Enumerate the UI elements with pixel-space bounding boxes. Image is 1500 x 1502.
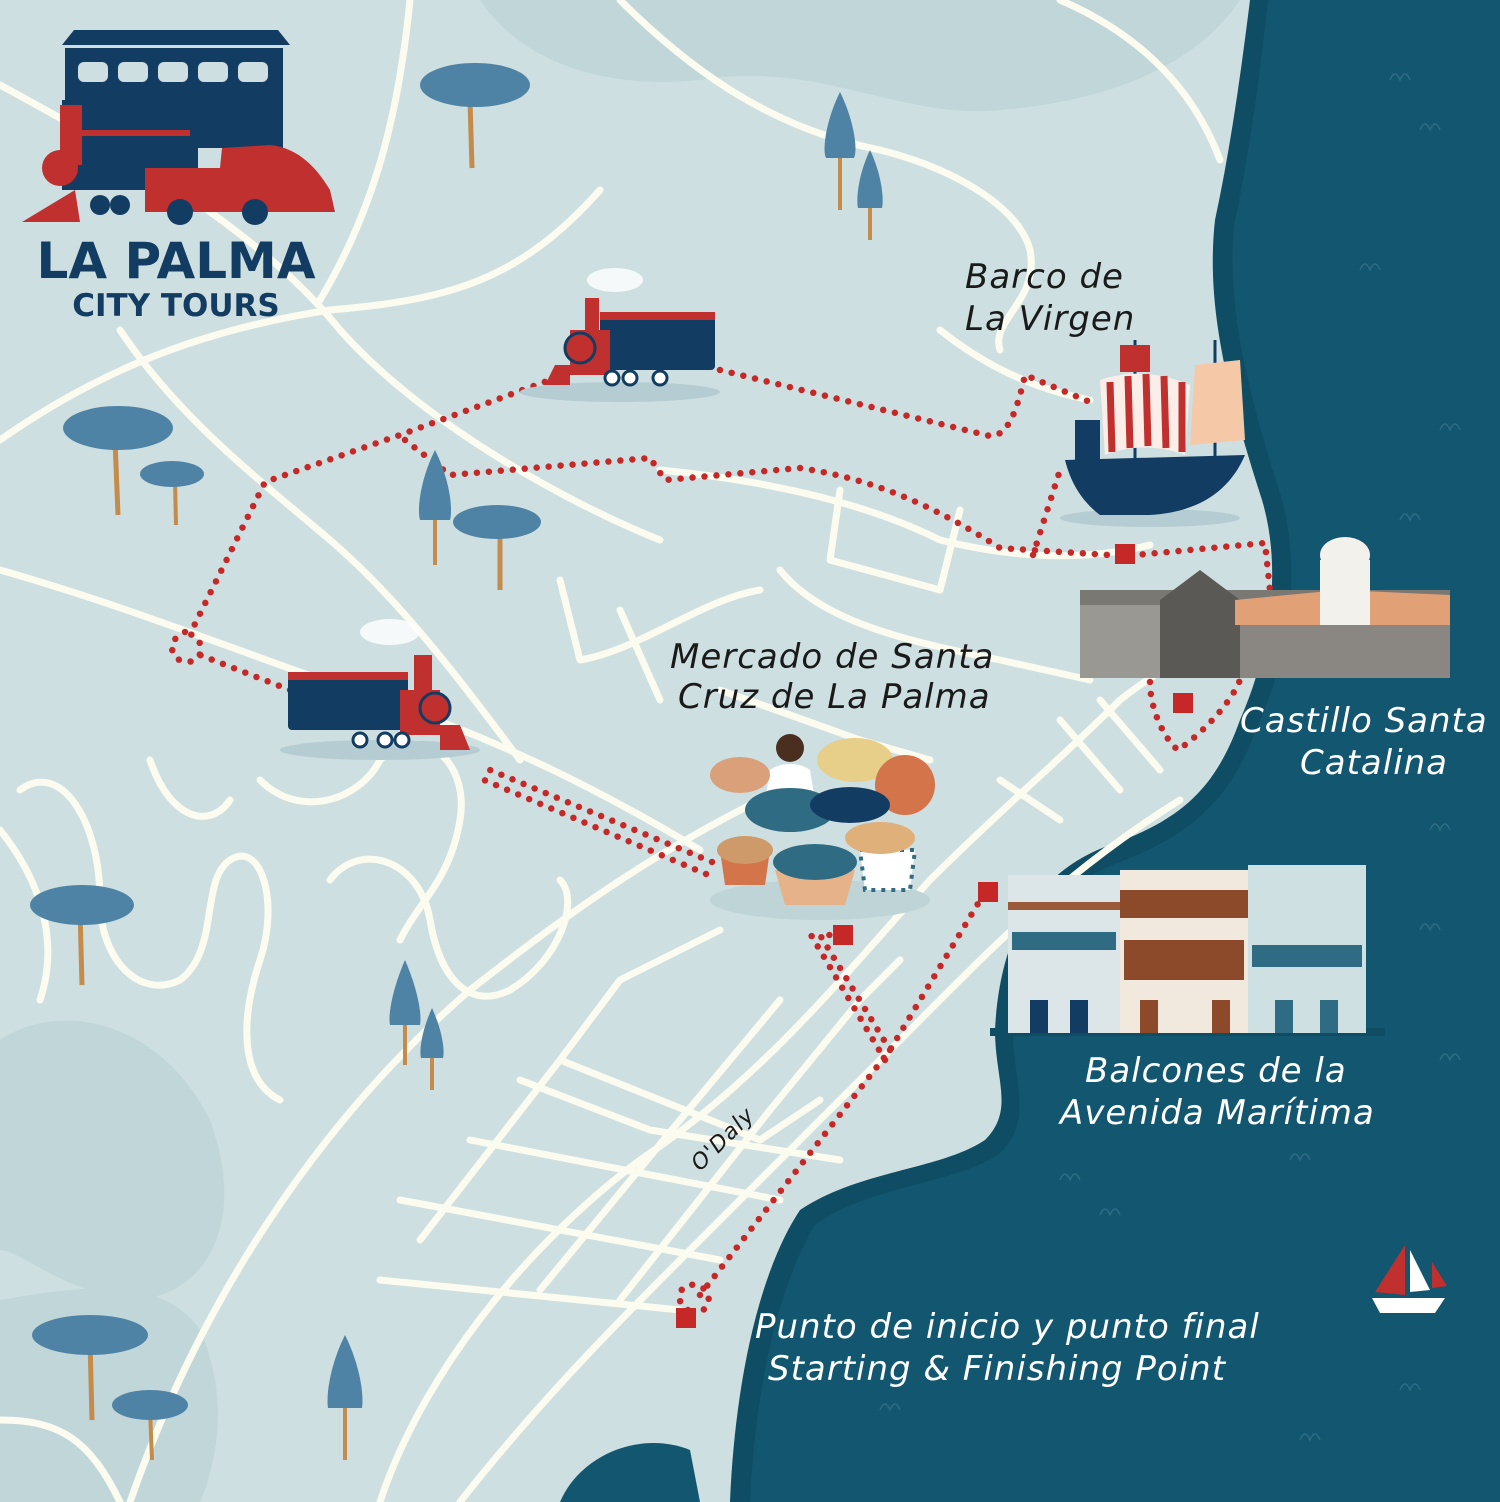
- stop-barco[interactable]: [1115, 544, 1135, 564]
- label-mercado-line1: Mercado de Santa: [670, 637, 994, 677]
- train-icon-north: [520, 268, 720, 402]
- trees: [30, 63, 883, 1461]
- tree-icon: [32, 1315, 148, 1421]
- tour-route: [169, 366, 1276, 1316]
- stop-balcones[interactable]: [978, 882, 998, 902]
- tree-icon: [112, 1390, 188, 1461]
- pine-icon: [857, 150, 883, 240]
- stop-castillo[interactable]: [1173, 693, 1193, 713]
- pine-icon: [327, 1335, 363, 1460]
- ship-barco-de-la-virgen[interactable]: [1060, 340, 1245, 527]
- tree-icon: [140, 461, 204, 526]
- route-stops: [676, 544, 1193, 1328]
- label-start-line2: Starting & Finishing Point: [768, 1349, 1227, 1389]
- pine-icon: [418, 450, 452, 565]
- pine-icon: [420, 1008, 444, 1090]
- tree-icon: [63, 406, 173, 516]
- label-barco-line2: La Virgen: [965, 299, 1135, 339]
- pine-icon: [824, 92, 856, 210]
- label-mercado-line2: Cruz de La Palma: [678, 677, 991, 717]
- lagoon: [560, 1443, 700, 1502]
- logo-title: LA PALMA: [36, 232, 315, 290]
- sea-inner: [750, 0, 1500, 1502]
- label-castillo-line2: Catalina: [1300, 743, 1448, 783]
- place-labels: Barco de La Virgen Mercado de Santa Cruz…: [670, 257, 1488, 1389]
- tree-icon: [30, 885, 134, 986]
- tree-icon: [453, 505, 541, 590]
- wave-marks: [879, 73, 1461, 1442]
- stop-start[interactable]: [676, 1308, 696, 1328]
- label-start-line1: Punto de inicio y punto final: [755, 1307, 1260, 1347]
- balcones-image[interactable]: [990, 865, 1385, 1036]
- label-castillo-line1: Castillo Santa: [1240, 701, 1488, 741]
- logo-subtitle: CITY TOURS: [72, 288, 280, 324]
- tree-icon: [420, 63, 530, 169]
- pine-icon: [389, 960, 421, 1065]
- mercado-illustration[interactable]: [710, 734, 935, 920]
- stop-mercado[interactable]: [833, 925, 853, 945]
- label-balcones-line1: Balcones de la: [1085, 1051, 1347, 1091]
- sailboat-icon: [1372, 1245, 1447, 1313]
- train-icon-west: [280, 619, 480, 760]
- label-balcones-line2: Avenida Marítima: [1058, 1093, 1375, 1133]
- castillo-santa-catalina-image[interactable]: [1080, 537, 1450, 678]
- logo: LA PALMA CITY TOURS: [22, 30, 335, 324]
- label-barco-line1: Barco de: [965, 257, 1124, 297]
